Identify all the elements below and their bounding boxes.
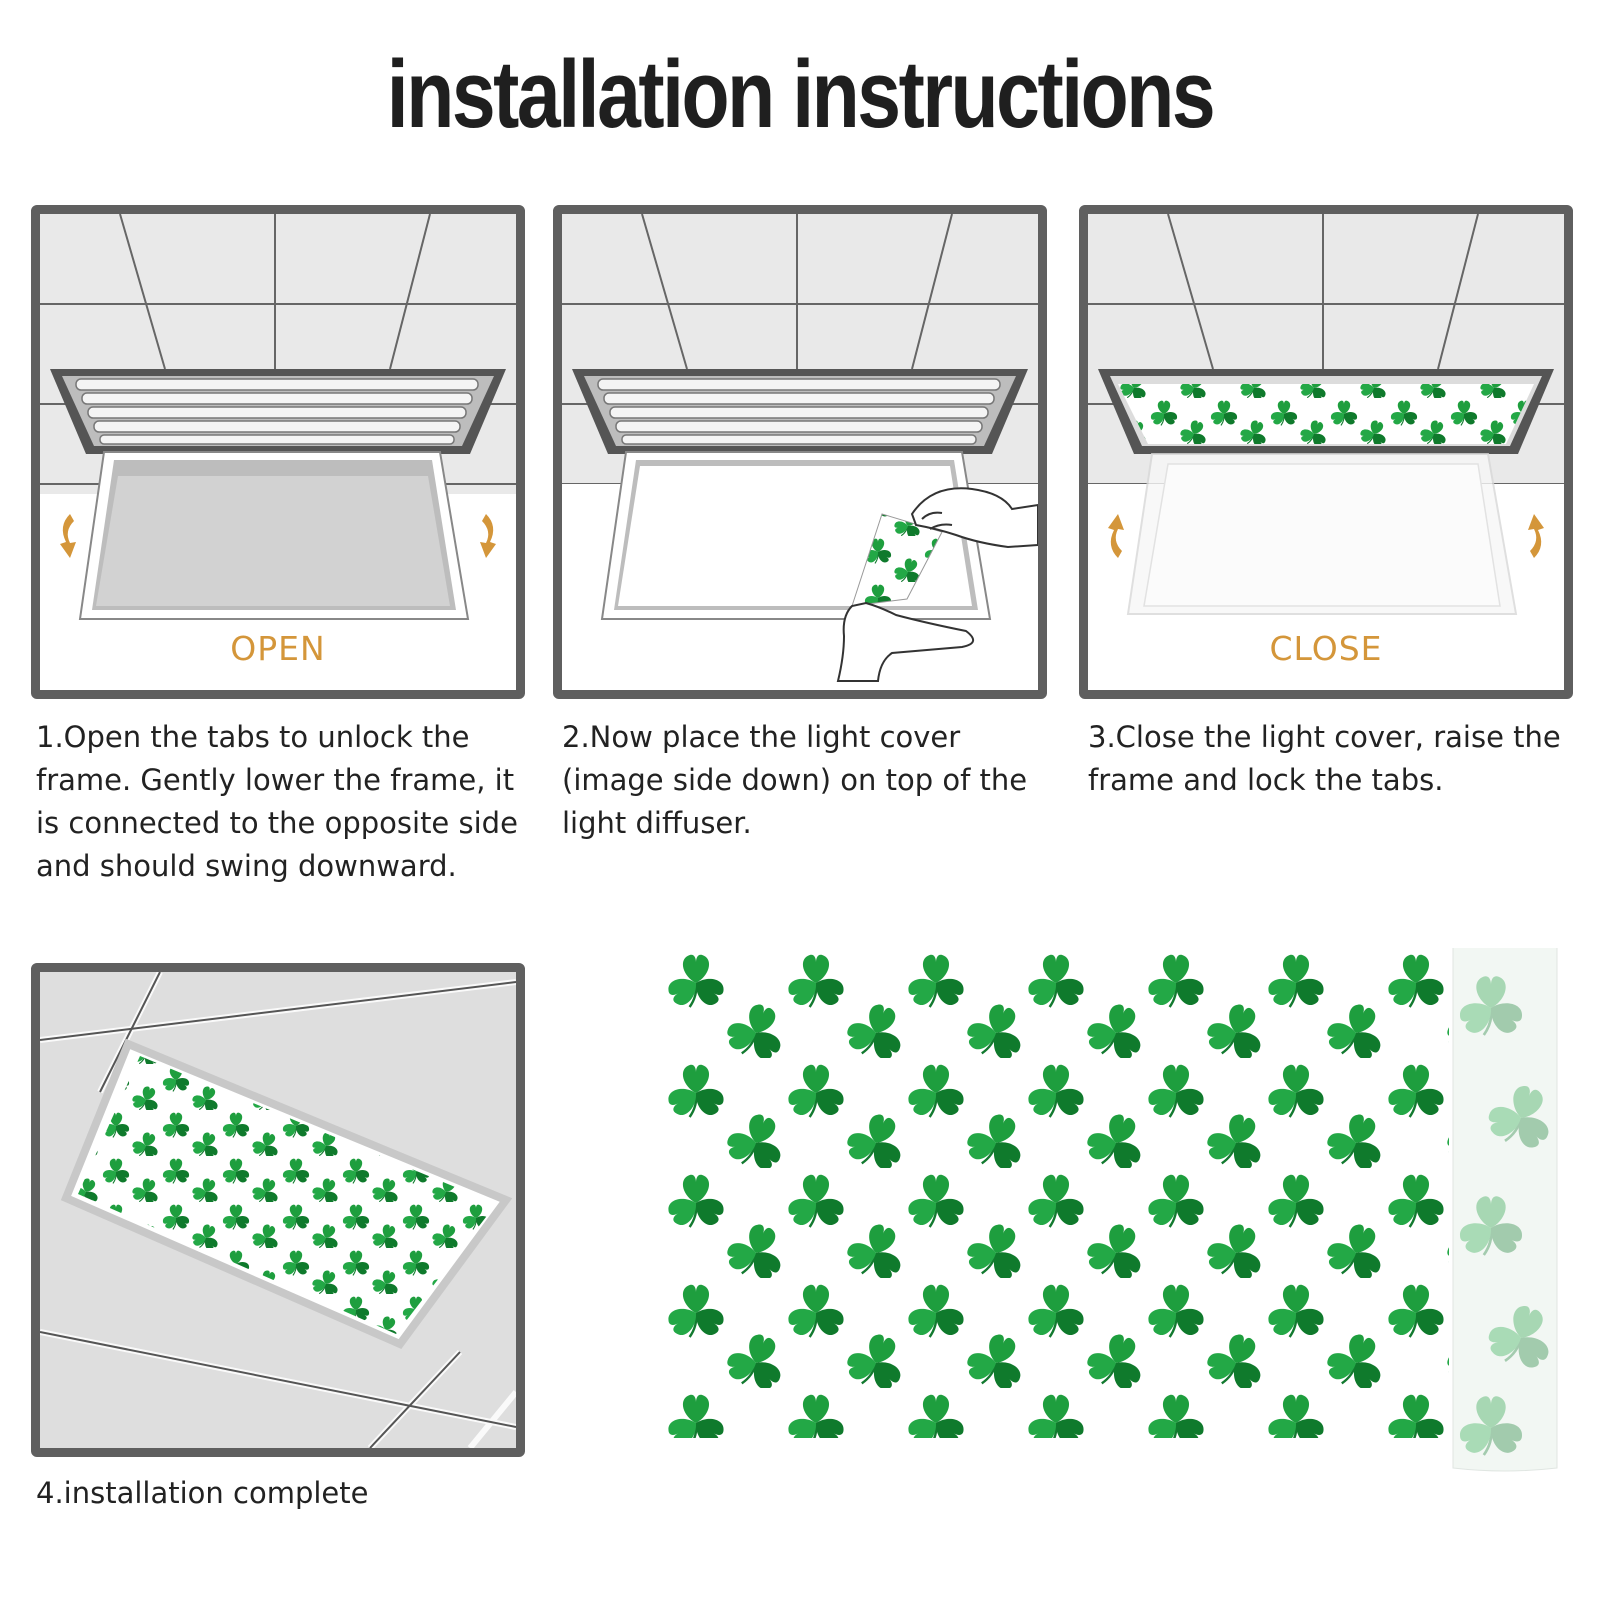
step-1-text: 1.Open the tabs to unlock the frame. Gen… (36, 720, 518, 883)
open-label: OPEN (230, 629, 326, 668)
page-title: installation instructions (386, 41, 1216, 148)
installed-cover-illustration (40, 972, 516, 1448)
step-2-illustration (553, 205, 1047, 699)
step-4-illustration (31, 963, 525, 1457)
close-label: CLOSE (1269, 629, 1383, 668)
ceiling-close-illustration (1088, 214, 1564, 690)
step-2-text: 2.Now place the light cover (image side … (562, 720, 1028, 840)
step-1-illustration: OPEN (31, 205, 525, 699)
step-3-text: 3.Close the light cover, raise the frame… (1088, 720, 1561, 797)
cover-roll-product-image (661, 948, 1561, 1472)
step-4-text: 4.installation complete (36, 1476, 369, 1510)
ceiling-open-illustration (40, 214, 516, 620)
place-cover-illustration (562, 214, 1038, 690)
step-3-illustration: CLOSE (1079, 205, 1573, 699)
